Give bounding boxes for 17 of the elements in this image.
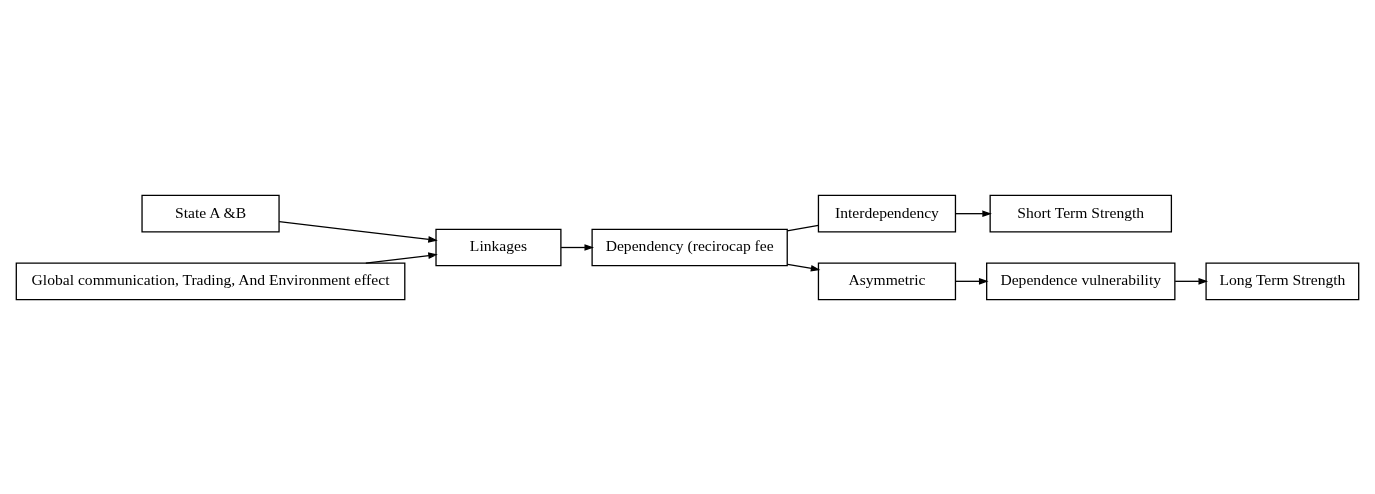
- arrow: [560, 243, 594, 251]
- node-box: Long Term Strength: [1205, 261, 1360, 300]
- node-box: Linkages: [435, 228, 562, 266]
- node-box: Global communication, Trading, And Environment effect: [15, 261, 406, 300]
- arrow: [278, 220, 438, 243]
- node-box: Asymmetric: [817, 261, 957, 300]
- node-box: Dependence vulnerability: [986, 261, 1176, 300]
- node-box: Short Term Strength: [989, 194, 1173, 233]
- arrow: [365, 251, 438, 264]
- arrow: [954, 209, 992, 217]
- arrow: [1174, 277, 1209, 285]
- node-box: Dependency (recirocap fee: [591, 228, 788, 266]
- connector: [786, 224, 820, 231]
- arrow: [786, 263, 821, 272]
- arrow: [954, 277, 989, 285]
- node-box: State A &B: [141, 194, 280, 233]
- node-box: Interdependency: [817, 194, 957, 233]
